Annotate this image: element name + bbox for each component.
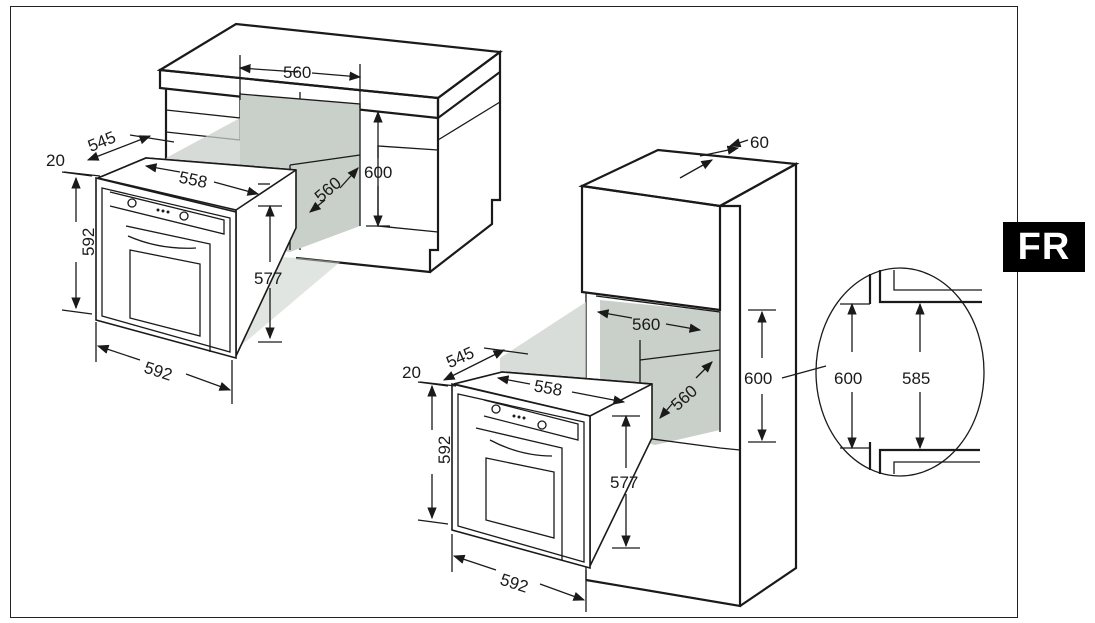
right-oven-width: 592: [498, 570, 531, 597]
right-oven-body-width: 558: [533, 376, 564, 400]
right-oven: [451, 371, 653, 570]
detail-outer-height: 600: [834, 369, 862, 388]
language-badge: FR: [1003, 222, 1085, 272]
left-front-offset: 20: [46, 151, 65, 170]
right-front-offset: 20: [402, 363, 421, 382]
right-niche-width: 560: [632, 315, 660, 334]
left-cabinet-height: 600: [364, 163, 392, 182]
right-oven-body-height: 577: [610, 473, 638, 492]
detail-inner-height: 585: [902, 369, 930, 388]
right-oven-depth: 545: [443, 343, 477, 372]
right-oven-height: 592: [435, 436, 454, 464]
right-dimensions: 60 560 600 560: [596, 133, 827, 443]
detail-callout: 600 585: [815, 267, 985, 477]
left-oven-height: 592: [79, 228, 98, 256]
right-top-gap: 60: [750, 133, 769, 152]
left-oven-width: 592: [142, 358, 175, 385]
left-oven-depth: 545: [85, 128, 118, 156]
figure-frame: [10, 6, 1018, 618]
left-oven: [95, 157, 297, 360]
left-cabinet-width: 560: [283, 63, 311, 82]
right-niche-height: 600: [744, 369, 772, 388]
left-oven-body-height: 577: [254, 269, 282, 288]
